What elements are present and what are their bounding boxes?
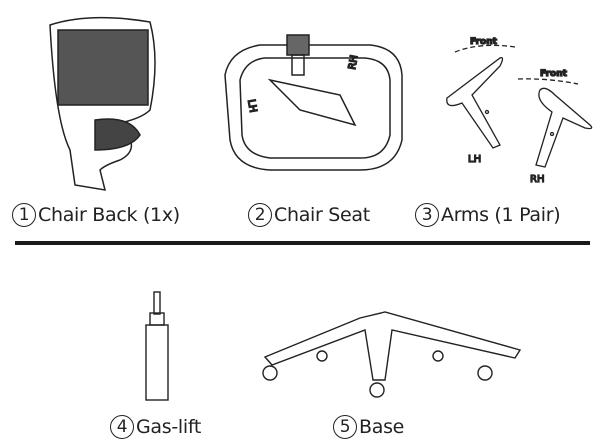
section-divider [15,241,590,245]
arms-illustration: Front LH Front RH [446,36,593,186]
part-name: Base [359,416,405,438]
seat-right-label: RH [347,54,360,70]
seat-left-label: LH [245,99,258,114]
part-number-badge: 2 [248,203,272,227]
part-name: Arms (1 Pair) [441,204,561,226]
left-front-label: Front [470,37,498,47]
chair-back-illustration [49,16,156,191]
part-name: Chair Back (1x) [38,204,180,226]
base-illustration [262,311,522,398]
part-number-badge: 5 [333,415,357,439]
left-arm-label: LH [468,154,481,165]
part-name: Gas-lift [136,416,202,438]
part-name: Chair Seat [274,204,370,226]
part-number-badge: 3 [415,203,439,227]
right-front-label: Front [540,69,568,79]
right-arm-label: RH [530,174,544,185]
part-number-badge: 1 [12,203,36,227]
part-number-badge: 4 [110,415,134,439]
gas-lift-illustration [145,291,169,401]
chair-seat-illustration: LH RH [224,34,403,171]
